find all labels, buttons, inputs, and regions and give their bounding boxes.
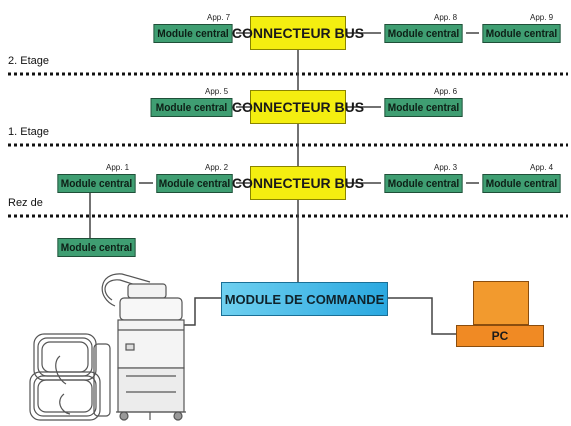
appliance-label-4: App. 4 xyxy=(530,163,554,172)
bus-connector-1: CONNECTEUR BUS xyxy=(232,90,364,124)
central-vacuum-illustration xyxy=(29,273,186,421)
pc-unit: PC xyxy=(456,325,544,347)
module-central-app5: Module central xyxy=(150,98,233,117)
appliance-label-8: App. 8 xyxy=(434,13,458,22)
command-module: MODULE DE COMMANDE xyxy=(221,282,388,316)
module-central-app2: Module central xyxy=(156,174,233,193)
module-central-app4: Module central xyxy=(482,174,561,193)
module-central-basement: Module central xyxy=(57,238,136,257)
appliance-label-7: App. 7 xyxy=(207,13,231,22)
module-central-app8: Module central xyxy=(384,24,463,43)
module-central-app9: Module central xyxy=(482,24,561,43)
appliance-label-3: App. 3 xyxy=(434,163,458,172)
module-central-app7: Module central xyxy=(153,24,233,43)
module-central-app6: Module central xyxy=(384,98,463,117)
appliance-label-6: App. 6 xyxy=(434,87,458,96)
appliance-label-2: App. 2 xyxy=(205,163,229,172)
pc-monitor xyxy=(473,281,529,325)
floor-label-ground: Rez de xyxy=(8,197,43,209)
module-central-app3: Module central xyxy=(384,174,463,193)
bus-connector-2: CONNECTEUR BUS xyxy=(232,16,364,50)
floor-label-1: 1. Etage xyxy=(8,126,49,138)
appliance-label-9: App. 9 xyxy=(530,13,554,22)
appliance-label-1: App. 1 xyxy=(106,163,130,172)
bus-connector-0: CONNECTEUR BUS xyxy=(232,166,364,200)
module-central-app1: Module central xyxy=(57,174,136,193)
appliance-label-5: App. 5 xyxy=(205,87,229,96)
floor-label-2: 2. Etage xyxy=(8,55,49,67)
